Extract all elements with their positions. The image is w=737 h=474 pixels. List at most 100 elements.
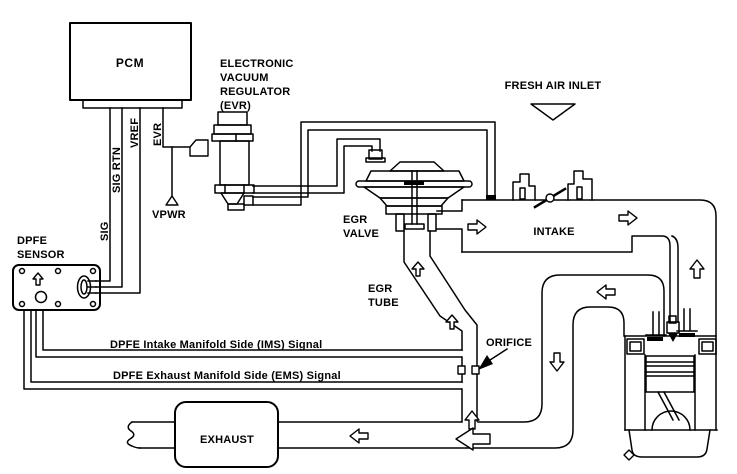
exhaust-channel-inner-wall [277,306,625,449]
evr-label-line2: VACUUM [220,72,269,84]
evr-port-stub [243,195,254,206]
egr-tube: EGR TUBE ORIFICE [368,230,532,422]
vpwr-triangle-icon [165,195,179,206]
orifice-pointer-arrowhead-icon [478,355,493,370]
exhaust-pipe-left [131,421,176,449]
crankshaft-arc [651,410,691,431]
orifice-plate-right [471,365,480,375]
egr-dome-cap [389,161,445,172]
dpfe-label-line1: DPFE [17,235,47,247]
egr-outlet-bottom [436,228,463,253]
throttle-shaft-icon [545,193,555,203]
evr-label-line3: REGULATOR [220,86,290,98]
fresh-air-arrow-icon [530,103,576,121]
dpfe-connector-pins [87,280,97,294]
engine-cutaway [623,308,718,461]
flow-arrow-up-icon [689,259,705,279]
wire-sig-rtn-label: SIG RTN [111,147,123,193]
orifice-pointer-line [485,347,509,364]
cylinder-walls [644,354,696,431]
dpfe-screw-icon [89,300,97,308]
piston-rings [645,361,695,377]
intake-valve-seat [647,337,663,341]
injector-top [668,315,677,324]
head-port-right [698,338,717,355]
flow-arrow-left-icon [455,427,491,451]
egr-lower-step [379,197,449,207]
evr-label: ELECTRONIC VACUUM REGULATOR (EVR) [220,58,294,112]
wire-vref-label: VREF [129,118,141,148]
evr-cap-collar [213,124,252,135]
head-port-right-inner [701,341,714,352]
exhaust-pipe-break [126,420,141,449]
wire-vref [95,107,141,294]
hose-evr-to-egr-wall1 [252,138,381,187]
dpfe-label-line2: SENSOR [17,249,65,261]
egr-outlet-top [436,199,463,212]
wire-evr [162,107,191,148]
evr-solenoid [189,111,255,211]
drain-plug-icon [623,449,635,461]
evr-label-line4: (EVR) [220,100,251,112]
runner-right-wall [671,235,679,323]
egr-pintle [404,223,425,230]
egr-nipple-collar [365,157,386,163]
dpfe-port-icon [34,290,48,304]
egr-valve-label-line2: VALVE [343,228,379,240]
dpfe-screw-icon [18,300,26,308]
dpfe-body [12,264,101,311]
head-port-left-inner [629,341,642,352]
head-port-left [626,338,645,355]
evr-connector-icon [189,139,209,157]
ems-signal-label: DPFE Exhaust Manifold Side (EMS) Signal [113,370,341,382]
wire-sig [95,107,111,282]
ems-tube-outer [23,309,462,390]
orifice-label: ORIFICE [486,337,532,349]
evr-outlet [227,203,245,211]
evr-funnel [220,192,245,205]
dpfe-screw-icon [54,300,62,308]
flow-arrow-down-icon [549,352,565,372]
egr-dome [365,170,465,182]
wire-evr-label: EVR [152,123,164,146]
exhaust-passages: EXHAUST [126,274,665,468]
egr-lower-cone [363,186,465,199]
egr-leg-right [427,213,437,232]
piston [645,355,695,393]
evr-label-line1: ELECTRONIC [220,58,294,70]
flow-arrow-up-icon [464,410,480,430]
evr-body [219,140,250,186]
exhaust-valve [676,308,698,332]
dpfe-sensor: DPFE SENSOR [12,235,101,311]
duct-bracket-1 [512,173,536,201]
intake-duct: INTAKE FRESH AIR INLET [436,80,717,431]
egr-seat [404,181,424,185]
intake-valve [645,311,667,336]
ims-signal-label: DPFE Intake Manifold Side (IMS) Signal [110,339,322,351]
duct-top-and-right-wall [461,199,717,431]
duct-bracket-1-pin [519,187,526,200]
vacuum-hoses [252,121,496,206]
egr-leg-left [395,213,405,232]
egr-tube-right-wall [429,230,478,422]
egr-valve-label-line1: EGR [343,214,367,226]
wiring-harness: SIG SIG RTN VREF EVR VPWR [95,107,191,294]
ims-tube-inner [42,309,463,351]
wire-sig-label: SIG [99,221,111,241]
egr-tube-label-line2: TUBE [368,297,399,309]
orifice-plate-left [457,365,466,375]
signal-tubes: DPFE Intake Manifold Side (IMS) Signal D… [23,309,463,390]
flow-arrow-right-icon [467,219,487,235]
hose-evr-vent-wall2 [252,129,488,198]
evr-cap [217,111,248,126]
dpfe-screw-icon [18,267,26,275]
egr-vacuum-nipple [368,149,383,160]
flow-arrow-left-icon [596,284,616,300]
oil-pan [628,429,711,458]
hose-evr-to-egr-wall2 [252,145,373,194]
ems-tube-inner [30,309,463,383]
exhaust-channel-outer-wall [477,274,665,423]
pcm-connector [82,99,183,109]
injector-tip-icon [668,333,678,342]
